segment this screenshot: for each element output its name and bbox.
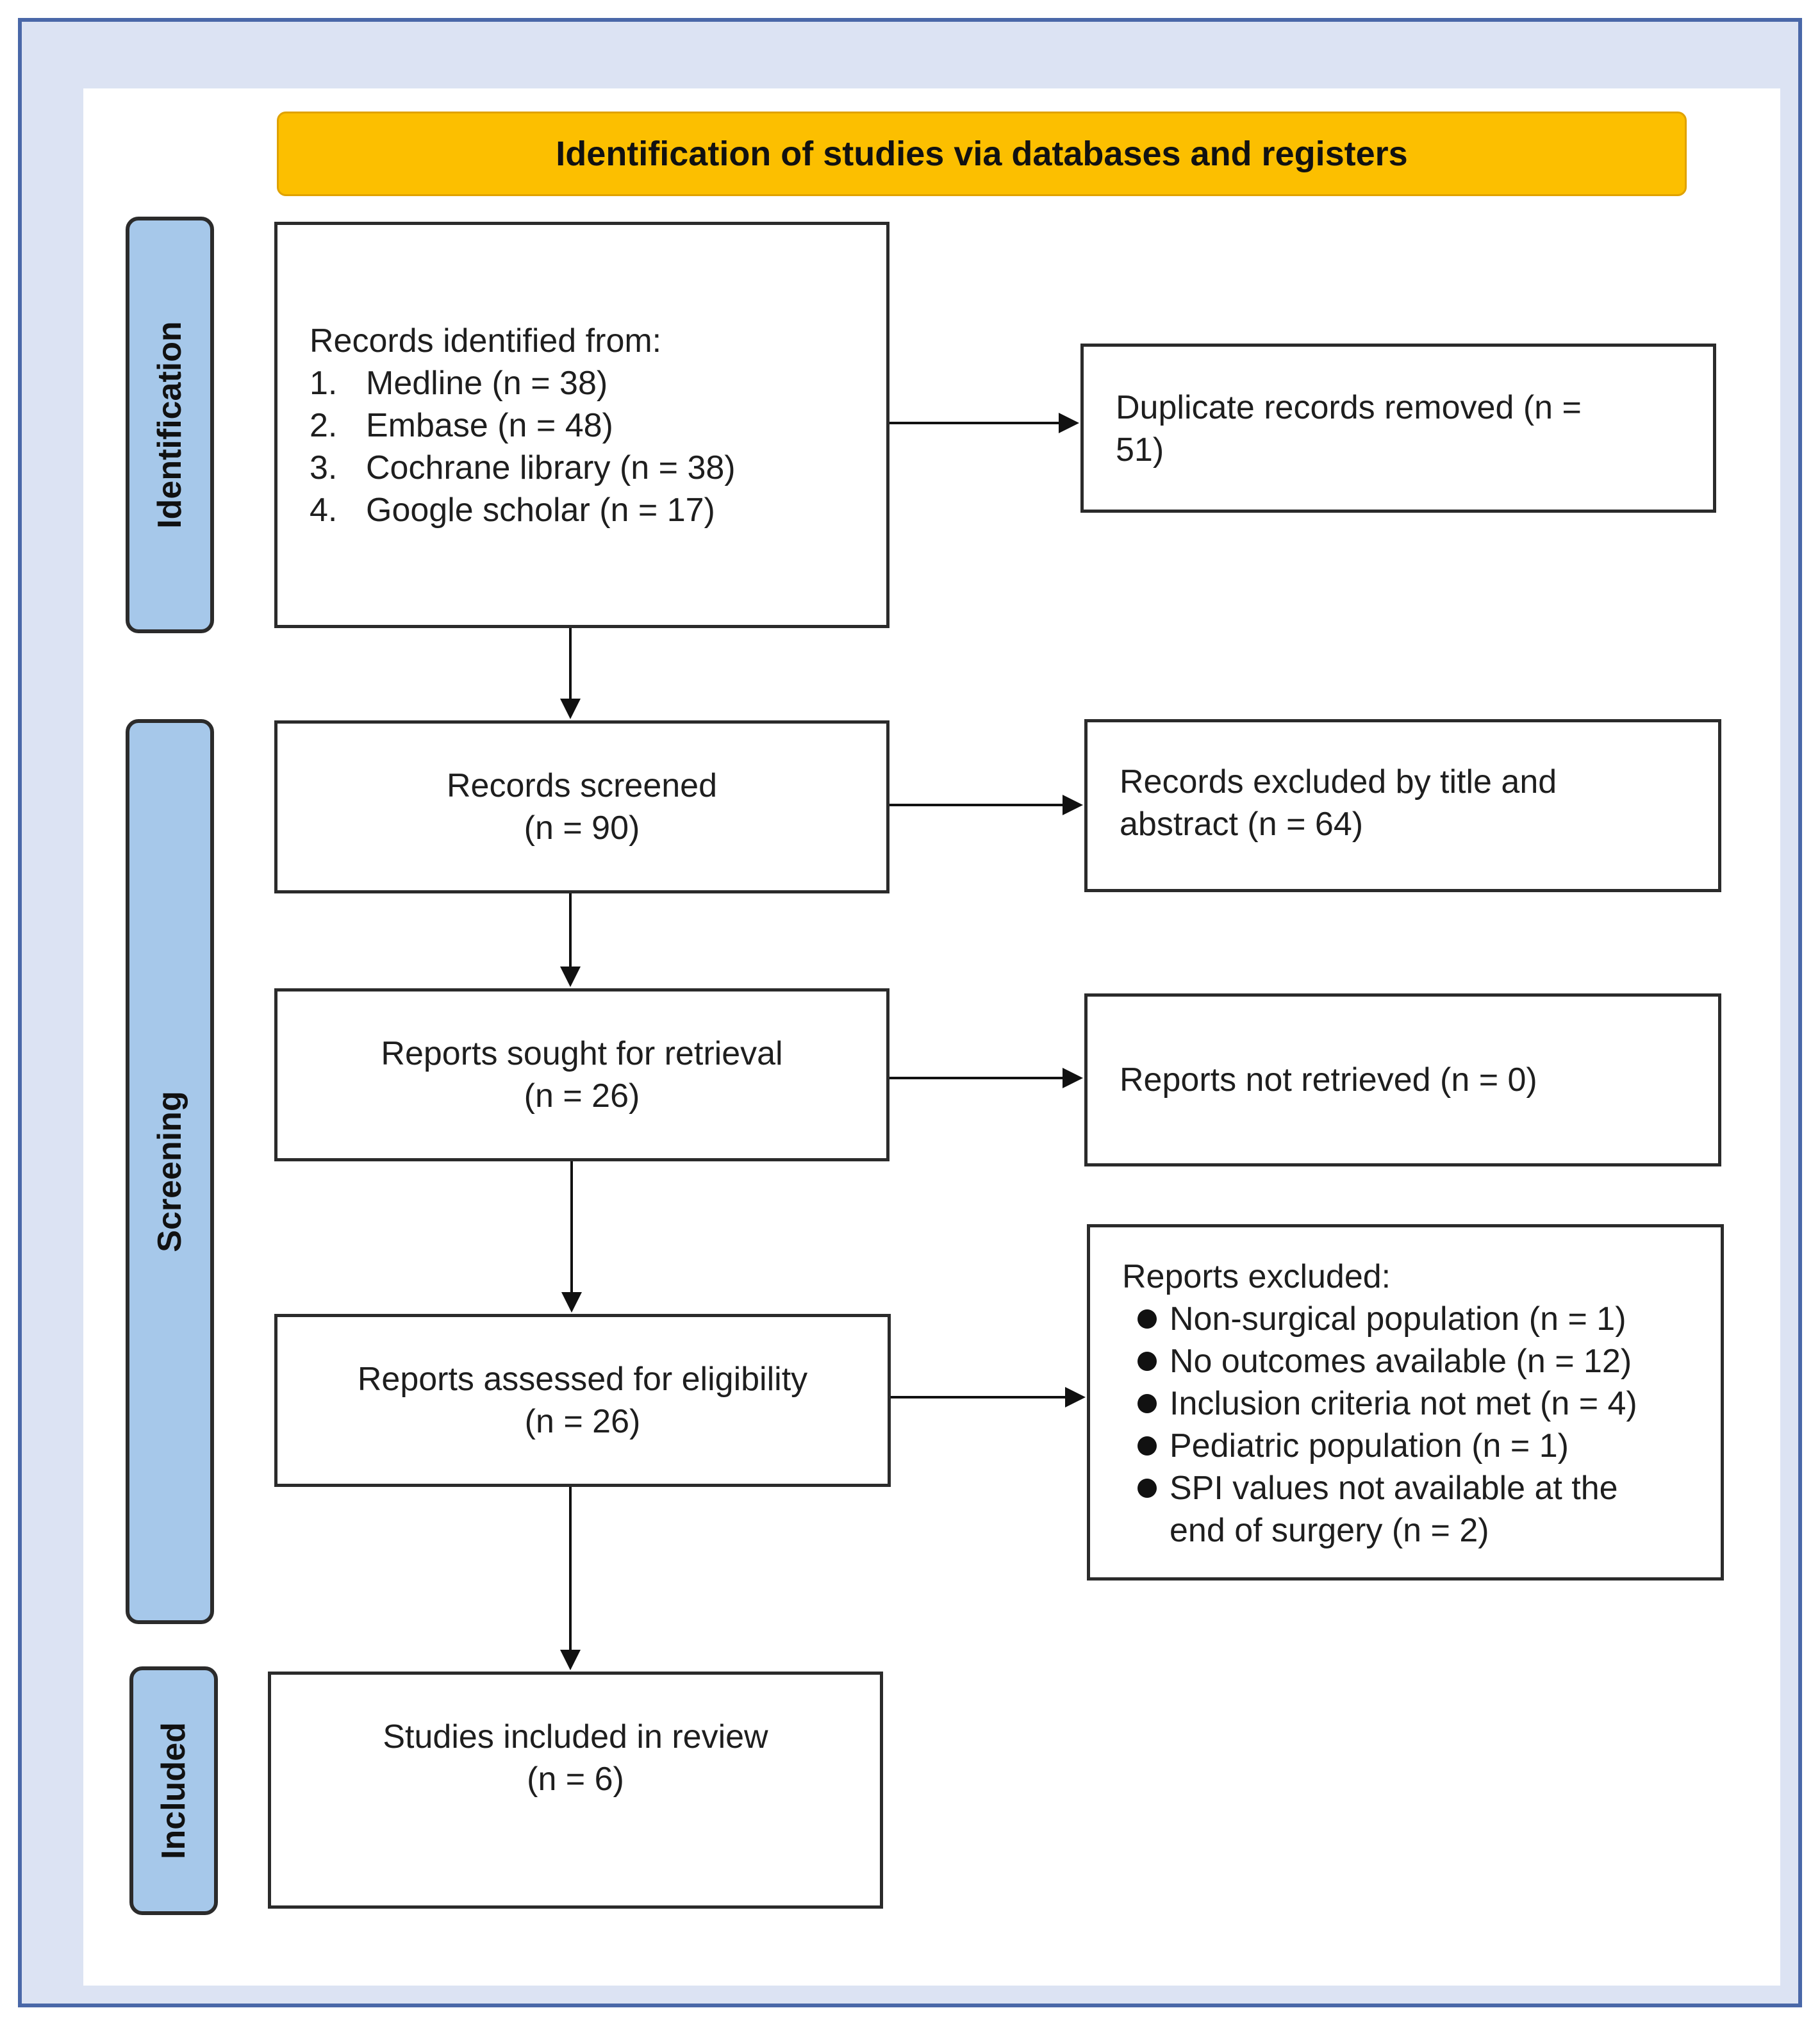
- studies-included-label: Studies included in review: [383, 1718, 768, 1755]
- records-identified-box: Records identified from: 1.Medline (n = …: [274, 222, 889, 628]
- reports-assessed-count: (n = 26): [524, 1403, 641, 1440]
- exclusion-reason: SPI values not available at the: [1138, 1467, 1701, 1509]
- reports-not-retrieved-box: Reports not retrieved (n = 0): [1084, 993, 1721, 1166]
- exclusion-reason-continuation: end of surgery (n = 2): [1170, 1512, 1489, 1549]
- bullet-icon: [1138, 1309, 1157, 1329]
- bullet-icon: [1138, 1394, 1157, 1413]
- exclusion-reason: No outcomes available (n = 12): [1138, 1340, 1701, 1382]
- identification-banner: Identification of studies via databases …: [277, 112, 1687, 196]
- bullet-icon: [1138, 1436, 1157, 1456]
- duplicates-line2: 51): [1116, 431, 1164, 469]
- phase-included: Included: [129, 1666, 218, 1915]
- records-screened-box: Records screened (n = 90): [274, 720, 889, 893]
- studies-included-count: (n = 6): [527, 1761, 624, 1798]
- reports-sought-label: Reports sought for retrieval: [381, 1035, 783, 1072]
- bullet-icon: [1138, 1479, 1157, 1498]
- exclusion-reason: Non-surgical population (n = 1): [1138, 1298, 1701, 1340]
- phase-identification: Identification: [126, 217, 214, 633]
- exclusion-reasons: Non-surgical population (n = 1) No outco…: [1122, 1298, 1701, 1509]
- exclusion-reason: Inclusion criteria not met (n = 4): [1138, 1382, 1701, 1425]
- reports-sought-box: Reports sought for retrieval (n = 26): [274, 988, 889, 1161]
- records-identified-heading: Records identified from:: [310, 322, 662, 360]
- source-item: 1.Medline (n = 38): [310, 365, 608, 402]
- reports-not-retrieved-label: Reports not retrieved (n = 0): [1120, 1061, 1537, 1099]
- reports-assessed-label: Reports assessed for eligibility: [357, 1361, 808, 1398]
- source-item: 3.Cochrane library (n = 38): [310, 449, 736, 486]
- source-item: 4.Google scholar (n = 17): [310, 492, 715, 529]
- studies-included-box: Studies included in review (n = 6): [268, 1672, 883, 1909]
- duplicates-removed-box: Duplicate records removed (n = 51): [1080, 344, 1716, 513]
- exclusion-reason: Pediatric population (n = 1): [1138, 1425, 1701, 1467]
- source-list: 1.Medline (n = 38) 2.Embase (n = 48) 3.C…: [310, 362, 867, 531]
- reports-excluded-heading: Reports excluded:: [1122, 1258, 1391, 1295]
- bullet-icon: [1138, 1352, 1157, 1371]
- reports-excluded-box: Reports excluded: Non-surgical populatio…: [1087, 1224, 1724, 1581]
- records-excluded-line2: abstract (n = 64): [1120, 806, 1364, 843]
- reports-sought-count: (n = 26): [524, 1077, 640, 1115]
- banner-title: Identification of studies via databases …: [556, 135, 1408, 173]
- phase-screening: Screening: [126, 719, 214, 1624]
- records-excluded-line1: Records excluded by title and: [1120, 763, 1557, 801]
- duplicates-line1: Duplicate records removed (n =: [1116, 389, 1582, 426]
- records-screened-count: (n = 90): [524, 809, 640, 847]
- records-screened-label: Records screened: [447, 767, 717, 804]
- reports-assessed-box: Reports assessed for eligibility (n = 26…: [274, 1314, 891, 1487]
- source-item: 2.Embase (n = 48): [310, 407, 613, 444]
- records-excluded-box: Records excluded by title and abstract (…: [1084, 719, 1721, 892]
